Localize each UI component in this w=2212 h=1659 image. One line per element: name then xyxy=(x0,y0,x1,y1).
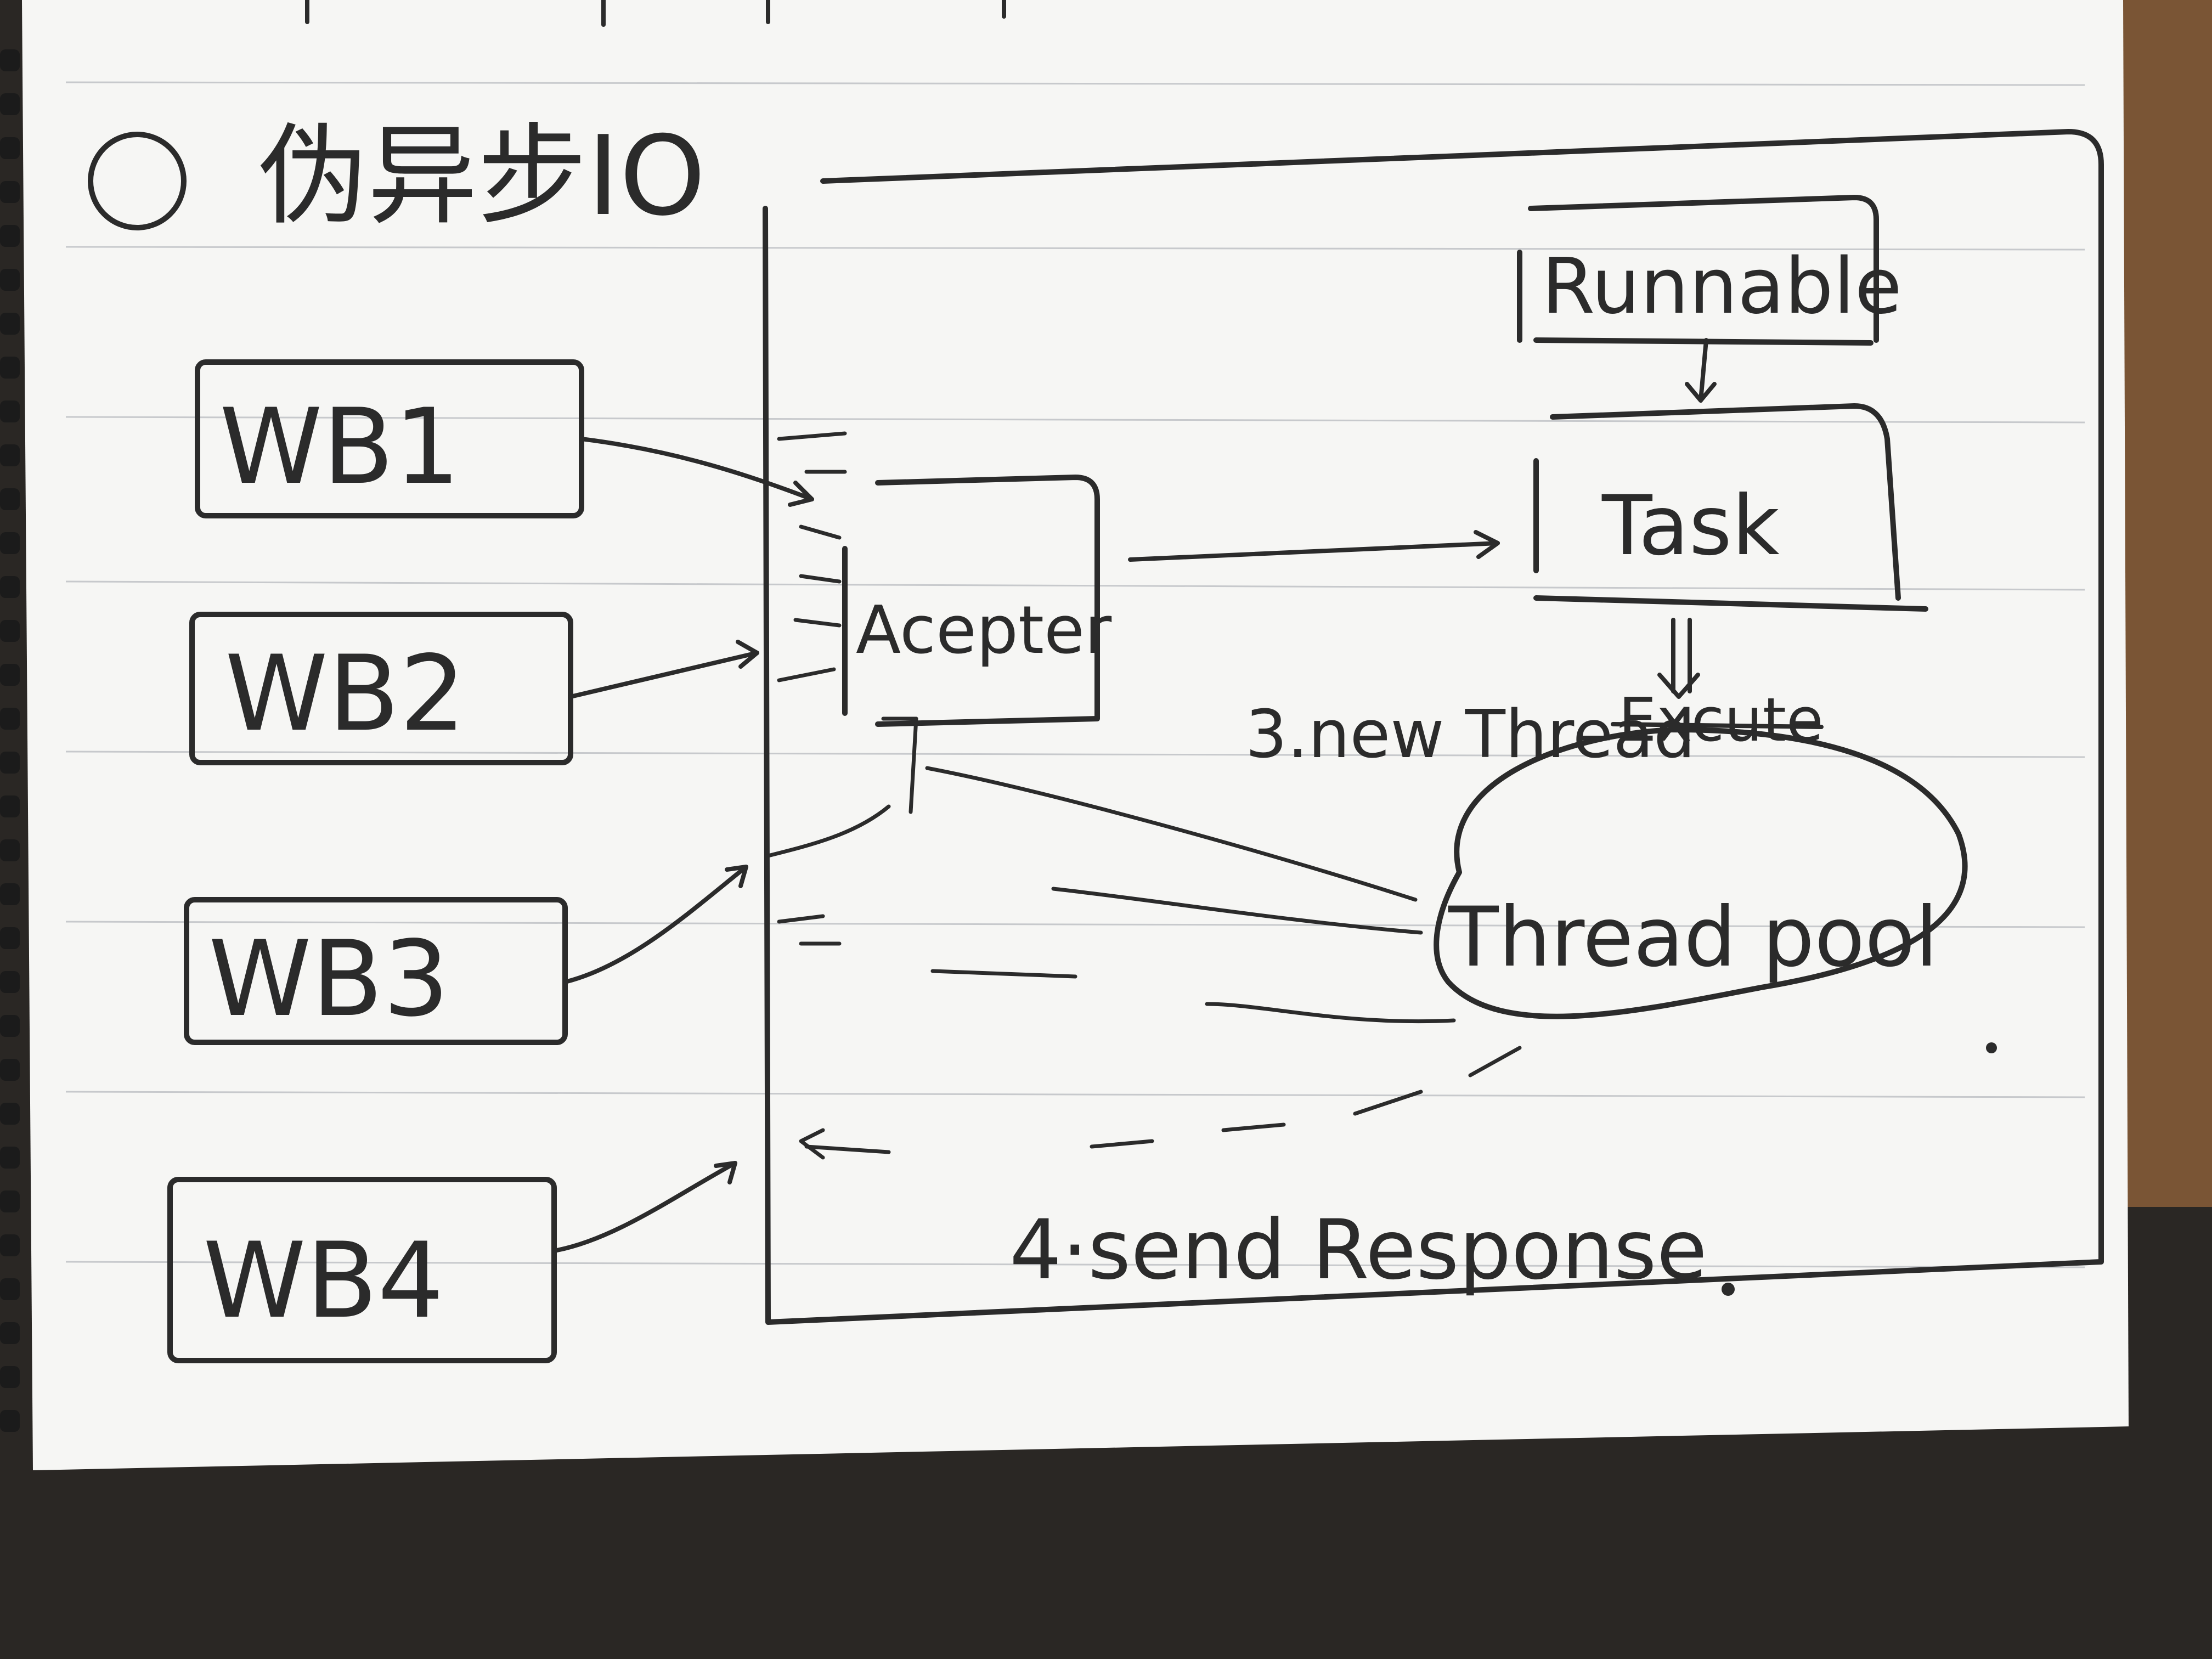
runnable-to-task-arrow xyxy=(1685,338,1717,403)
title-number-circle xyxy=(88,132,187,230)
client-label: WB3 xyxy=(208,918,449,1040)
runnable-label: Runnable xyxy=(1542,242,1902,331)
runnable-box: Runnable xyxy=(1517,195,1902,346)
acceptor-label: Acepter xyxy=(856,592,1112,669)
client-arrows xyxy=(552,437,814,1253)
acceptor-to-task-arrow xyxy=(1128,530,1500,562)
client-box-wb3: WB3 xyxy=(184,897,568,1045)
client-label: WB4 xyxy=(203,1220,444,1341)
ruled-lines xyxy=(65,81,2085,1268)
task-box: Task xyxy=(1533,403,1928,612)
acceptor-box: Acepter xyxy=(842,475,1112,727)
client-label: WB2 xyxy=(225,633,466,754)
execute-annotation-struck: Excute xyxy=(1618,685,1824,755)
ink-specks xyxy=(1722,1042,1997,1296)
thread-pool-label: Thread pool xyxy=(1448,890,1938,985)
client-label: WB1 xyxy=(219,386,460,507)
desk-wood xyxy=(2118,0,2212,1207)
send-response-label: 4·send Response xyxy=(1009,1203,1707,1298)
task-to-pool-arrow xyxy=(1657,618,1700,699)
thread-pool-blob: Thread pool xyxy=(1434,727,1968,1019)
pool-return-lines xyxy=(766,716,1456,1024)
acceptor-incoming-dashes xyxy=(777,431,847,682)
send-response-dashes xyxy=(799,1046,1522,1160)
title-text: 伪异步IO xyxy=(258,112,706,240)
client-box-wb4: WB4 xyxy=(167,1177,557,1363)
client-box-wb2: WB2 xyxy=(189,612,573,765)
spiral-holes xyxy=(0,49,20,1432)
server-boundary xyxy=(763,129,2104,1325)
notebook-page xyxy=(22,0,2129,1470)
client-box-wb1: WB1 xyxy=(195,359,584,518)
task-label: Task xyxy=(1601,478,1780,574)
execute-strikethrough xyxy=(1611,722,1824,729)
top-strokes xyxy=(305,0,1006,27)
